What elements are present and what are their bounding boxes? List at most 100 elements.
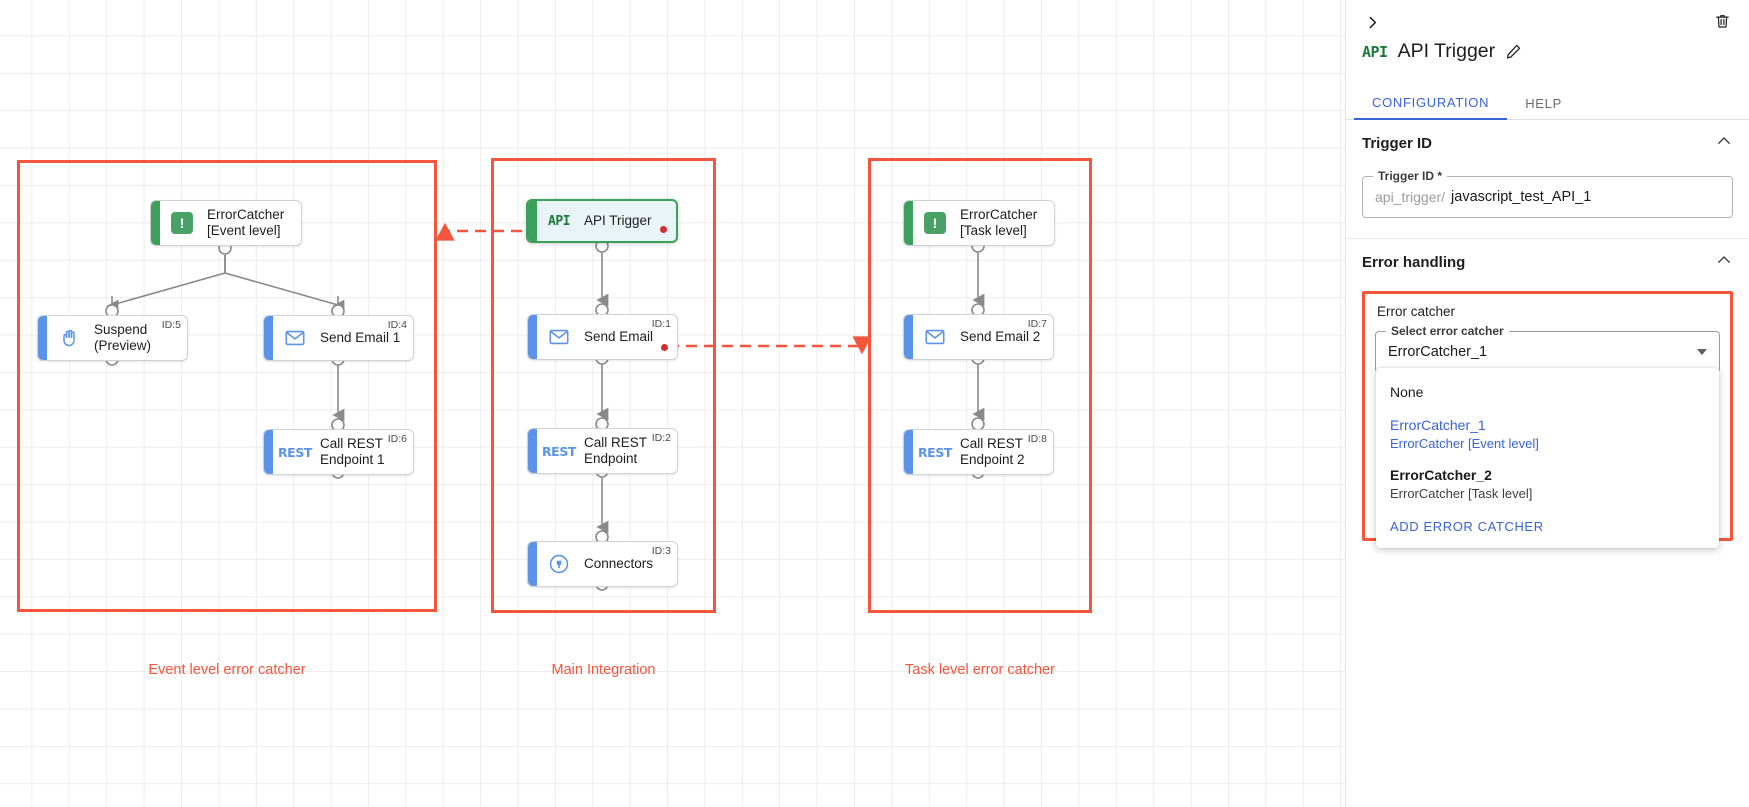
node-accent-bar — [264, 316, 273, 360]
rest-icon: REST — [277, 444, 313, 460]
envelope-icon — [918, 326, 952, 348]
node-accent-bar — [528, 542, 537, 586]
node-label: Call REST Endpoint — [584, 435, 648, 466]
chevron-up-icon[interactable] — [1715, 251, 1733, 274]
main-integration-group-frame[interactable] — [491, 158, 716, 613]
menu-item-errorcatcher-2[interactable]: ErrorCatcher_2 ErrorCatcher [Task level] — [1376, 459, 1719, 509]
menu-item-none[interactable]: None — [1376, 376, 1719, 409]
node-send-email-1[interactable]: Send Email 1 ID:4 — [263, 315, 414, 361]
node-accent-bar — [528, 201, 537, 241]
trigger-id-prefix: api_trigger/ — [1375, 189, 1446, 205]
task-level-group-frame[interactable] — [868, 158, 1092, 613]
node-label: ErrorCatcher [Task level] — [960, 207, 1038, 238]
envelope-icon — [542, 326, 576, 348]
menu-item-errorcatcher-1[interactable]: ErrorCatcher_1 ErrorCatcher [Event level… — [1376, 409, 1719, 459]
event-level-group-label: Event level error catcher — [148, 662, 306, 678]
panel-title-row: API API Trigger — [1362, 40, 1522, 63]
node-id-tag: ID:1 — [651, 318, 671, 330]
node-call-rest-endpoint[interactable]: REST Call REST Endpoint ID:2 — [527, 428, 678, 474]
menu-item-label: None — [1390, 384, 1424, 400]
hand-icon — [52, 328, 86, 348]
node-label: Connectors — [584, 556, 654, 572]
rest-icon: REST — [917, 444, 953, 460]
node-id-tag: ID:6 — [387, 433, 407, 445]
panel-tabs: CONFIGURATION HELP — [1346, 86, 1749, 120]
error-indicator-dot — [660, 226, 667, 233]
select-error-catcher[interactable]: Select error catcher ErrorCatcher_1 — [1375, 324, 1720, 373]
main-integration-group-label: Main Integration — [551, 662, 656, 678]
api-icon: API — [1362, 42, 1388, 61]
node-label: Send Email — [584, 329, 654, 345]
node-id-tag: ID:5 — [161, 319, 181, 331]
node-label: ErrorCatcher [Event level] — [207, 207, 285, 238]
workflow-canvas[interactable]: Event level error catcher Main Integrati… — [0, 0, 1345, 807]
event-level-group-frame[interactable] — [17, 160, 437, 612]
node-label: Send Email 1 — [320, 330, 401, 346]
node-accent-bar — [904, 430, 913, 474]
node-accent-bar — [904, 315, 913, 359]
node-label: Suspend (Preview) — [94, 322, 152, 353]
tab-configuration[interactable]: CONFIGURATION — [1354, 86, 1508, 120]
trigger-id-field[interactable]: Trigger ID * api_trigger/ javascript_tes… — [1362, 169, 1733, 218]
connectors-icon — [542, 553, 576, 575]
node-id-tag: ID:2 — [651, 432, 671, 444]
node-label: API Trigger — [584, 213, 652, 229]
error-handling-section: Error handling Error catcher Select erro… — [1346, 239, 1749, 548]
node-accent-bar — [904, 201, 913, 245]
menu-item-label: ErrorCatcher_2 — [1390, 467, 1492, 484]
menu-item-label: ErrorCatcher_1 — [1390, 416, 1486, 433]
node-accent-bar — [528, 429, 537, 473]
select-error-catcher-legend: Select error catcher — [1386, 324, 1509, 338]
chevron-down-icon[interactable] — [1697, 349, 1707, 355]
node-connectors[interactable]: Connectors ID:3 — [527, 541, 678, 587]
chevron-up-icon[interactable] — [1715, 132, 1733, 155]
pencil-icon[interactable] — [1505, 43, 1522, 60]
page-title: API Trigger — [1397, 40, 1496, 62]
error-catcher-label: Error catcher — [1377, 304, 1456, 319]
node-suspend-preview[interactable]: Suspend (Preview) ID:5 — [37, 315, 188, 361]
chevron-right-icon[interactable] — [1358, 8, 1386, 36]
task-level-group-label: Task level error catcher — [905, 662, 1055, 678]
node-id-tag: ID:4 — [387, 319, 407, 331]
node-accent-bar — [151, 201, 160, 245]
trigger-id-section: Trigger ID Trigger ID * api_trigger/ jav… — [1346, 120, 1749, 239]
trigger-id-section-header[interactable]: Trigger ID — [1362, 120, 1733, 166]
error-catcher-dropdown-menu[interactable]: None ErrorCatcher_1 ErrorCatcher [Event … — [1376, 368, 1719, 548]
section-title: Trigger ID — [1362, 134, 1433, 152]
add-error-catcher-button[interactable]: ADD ERROR CATCHER — [1390, 518, 1544, 534]
error-catcher-block: Error catcher Select error catcher Error… — [1362, 291, 1733, 548]
api-icon: API — [548, 213, 570, 229]
envelope-icon — [278, 327, 312, 349]
trigger-id-input[interactable]: javascript_test_API_1 — [1451, 189, 1592, 205]
node-label: Call REST Endpoint 1 — [320, 436, 385, 467]
node-accent-bar — [264, 430, 273, 474]
trash-icon[interactable] — [1709, 8, 1735, 34]
node-errorcatcher-event[interactable]: ! ErrorCatcher [Event level] — [150, 200, 302, 246]
properties-panel: API API Trigger CONFIGURATION HELP Trigg… — [1345, 0, 1749, 807]
rest-icon: REST — [541, 443, 577, 459]
node-accent-bar — [38, 316, 47, 360]
error-handling-section-header[interactable]: Error handling — [1362, 239, 1733, 285]
menu-item-sublabel: ErrorCatcher [Task level] — [1390, 486, 1533, 502]
node-id-tag: ID:8 — [1027, 433, 1047, 445]
node-accent-bar — [528, 315, 537, 359]
node-id-tag: ID:7 — [1027, 318, 1047, 330]
node-label: Call REST Endpoint 2 — [960, 436, 1025, 467]
panel-header: API API Trigger — [1346, 0, 1749, 86]
node-id-tag: ID:3 — [651, 545, 671, 557]
node-call-rest-endpoint-1[interactable]: REST Call REST Endpoint 1 ID:6 — [263, 429, 414, 475]
node-call-rest-endpoint-2[interactable]: REST Call REST Endpoint 2 ID:8 — [903, 429, 1054, 475]
node-api-trigger[interactable]: API API Trigger — [526, 199, 678, 243]
tab-help[interactable]: HELP — [1525, 95, 1562, 111]
node-send-email-2[interactable]: Send Email 2 ID:7 — [903, 314, 1054, 360]
trigger-id-legend: Trigger ID * — [1373, 169, 1448, 183]
error-catcher-icon: ! — [165, 212, 199, 234]
node-errorcatcher-task[interactable]: ! ErrorCatcher [Task level] — [903, 200, 1055, 246]
section-title: Error handling — [1362, 253, 1466, 271]
error-indicator-dot — [661, 344, 668, 351]
node-send-email[interactable]: Send Email ID:1 — [527, 314, 678, 360]
node-label: Send Email 2 — [960, 329, 1041, 345]
menu-item-sublabel: ErrorCatcher [Event level] — [1390, 435, 1539, 451]
error-catcher-icon: ! — [918, 212, 952, 234]
